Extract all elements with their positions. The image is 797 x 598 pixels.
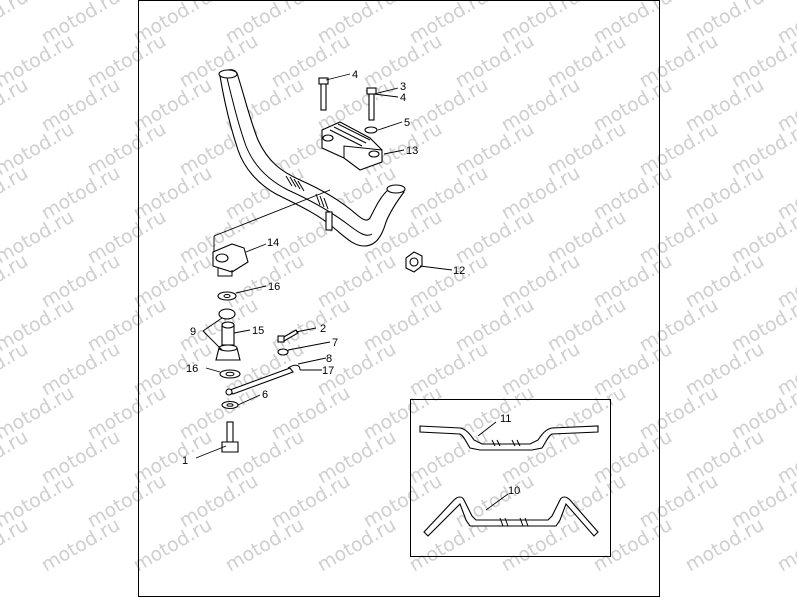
bolt-3-right <box>366 87 377 121</box>
handlebar <box>218 69 406 247</box>
inset-box <box>410 399 611 557</box>
part-12-fitting <box>405 251 423 273</box>
callout-5: 5 <box>404 117 410 129</box>
callout-labels: 4 3 4 5 13 14 12 16 2 9 15 7 8 16 17 6 1… <box>182 69 520 497</box>
lower-clamp <box>212 243 249 277</box>
callout-15: 15 <box>252 325 264 337</box>
diagram-frame <box>138 0 660 597</box>
callout-17: 17 <box>322 365 334 377</box>
watermark-text: motod.ru <box>222 514 308 577</box>
washer-6 <box>221 400 239 410</box>
watermark-text: motod.ru <box>0 0 32 48</box>
callout-4-right: 4 <box>400 92 406 104</box>
watermark-text: motod.ru <box>774 514 797 577</box>
leader-lines <box>195 73 453 459</box>
callout-13: 13 <box>406 145 418 157</box>
watermark-text: motod.ru <box>0 514 32 577</box>
upper-clamp <box>321 121 383 171</box>
watermark-text: motod.ru <box>0 162 32 225</box>
callout-12: 12 <box>453 265 465 277</box>
bolt-1 <box>221 421 239 453</box>
nut-7 <box>277 348 289 356</box>
callout-2: 2 <box>320 323 326 335</box>
watermark-text: motod.ru <box>0 338 32 401</box>
bolt-4-left <box>318 77 329 111</box>
watermark-text: motod.ru <box>38 514 124 577</box>
washer-5 <box>364 126 378 134</box>
callout-3: 3 <box>400 81 406 93</box>
inset-handlebar-11 <box>419 425 599 451</box>
callout-7: 7 <box>332 337 338 349</box>
callout-1: 1 <box>182 455 188 467</box>
washer-16-lower <box>219 369 241 379</box>
callout-14: 14 <box>267 237 279 249</box>
watermark-text: motod.ru <box>590 514 676 577</box>
bolt-2 <box>277 329 299 343</box>
inset-handlebar-10 <box>423 496 599 537</box>
callout-10: 10 <box>508 485 520 497</box>
watermark-text: motod.ru <box>314 514 400 577</box>
callout-4-left: 4 <box>352 69 358 81</box>
watermark-text: motod.ru <box>0 426 32 489</box>
callout-16-upper: 16 <box>268 281 280 293</box>
callout-11: 11 <box>500 413 511 425</box>
watermark-text: motod.ru <box>130 514 216 577</box>
callout-8: 8 <box>326 353 332 365</box>
callout-9: 9 <box>190 326 196 338</box>
callout-6: 6 <box>262 389 268 401</box>
watermark-text: motod.ru <box>682 514 768 577</box>
washer-16-upper <box>217 291 237 301</box>
watermark-text: motod.ru <box>0 74 32 137</box>
bushing-9-lower <box>215 344 241 361</box>
spacer-15 <box>221 321 235 346</box>
link-rod-17 <box>225 364 301 396</box>
watermark-text: motod.ru <box>0 250 32 313</box>
callout-16-lower: 16 <box>186 363 198 375</box>
bushing-9-upper <box>218 308 236 320</box>
